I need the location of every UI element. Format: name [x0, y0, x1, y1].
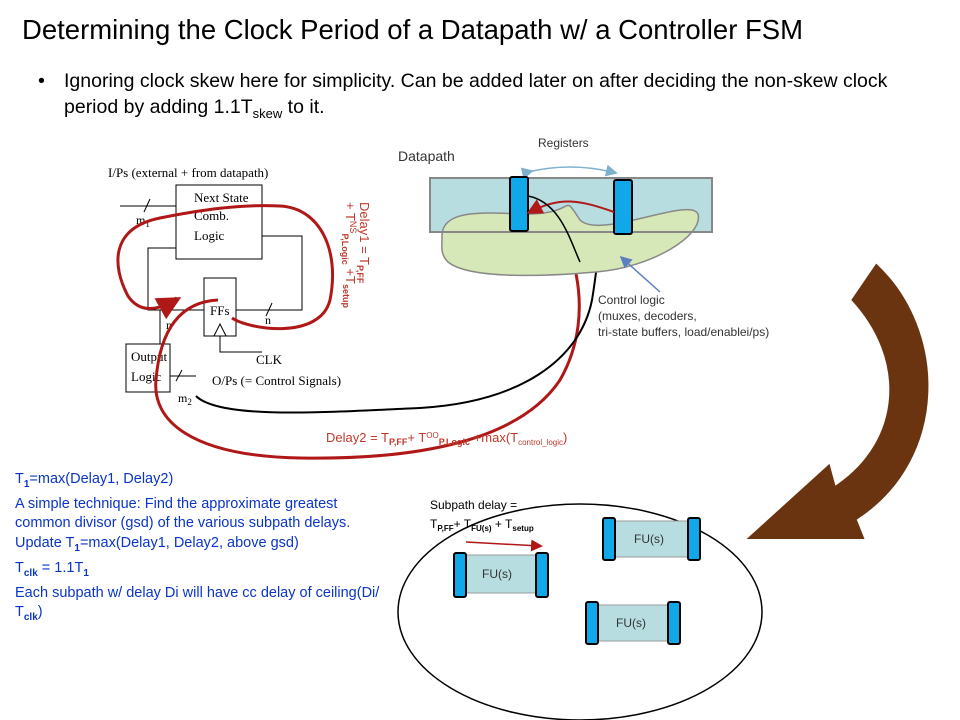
control-logic-label-1: Control logic	[598, 293, 665, 307]
subpath-line1: Subpath delay =	[430, 498, 517, 512]
output-logic-box	[125, 343, 171, 393]
bullet-text-main: Ignoring clock skew here for simplicity.…	[64, 70, 888, 118]
fu-label-3: FU(s)	[616, 616, 646, 630]
fu-reg-right-2	[687, 517, 701, 561]
notes-block: T1=max(Delay1, Delay2) A simple techniqu…	[15, 470, 385, 628]
m2-label: m2	[178, 391, 192, 407]
m2-slash	[175, 369, 183, 382]
note-line-3: Update T1=max(Delay1, Delay2, above gsd)	[15, 535, 299, 555]
note-line-1: T1=max(Delay1, Delay2)	[15, 471, 174, 490]
datapath-box-outline	[429, 177, 713, 233]
clk-wire	[219, 336, 262, 353]
register-left	[509, 176, 529, 232]
delay2-label: Delay2 = TP,FF+ TOOP,Logic +max(Tcontrol…	[326, 430, 567, 447]
delay1-line2: + TNSP,Logic +Tsetup	[340, 202, 358, 308]
bullet-text: Ignoring clock skew here for simplicity.…	[64, 68, 928, 127]
fu-reg-left-1	[453, 552, 467, 598]
page-title: Determining the Clock Period of a Datapa…	[22, 14, 804, 45]
next-state-label-1: Next State	[194, 190, 249, 205]
bullet-dot: •	[38, 70, 45, 92]
subpath-ellipse	[397, 503, 763, 720]
fu-body-2	[609, 520, 691, 558]
control-logic-pointer	[619, 255, 661, 293]
datapath-red-feedback	[526, 199, 615, 214]
ffs-label: FFs	[210, 303, 230, 318]
note-line-5: Each subpath w/ delay Di will have cc de…	[15, 584, 380, 624]
m1-label: m1	[136, 213, 150, 229]
next-state-logic-box	[175, 184, 263, 260]
clock-triangle	[213, 322, 227, 337]
fu-label-2: FU(s)	[634, 532, 664, 546]
zoom-arrow	[741, 260, 931, 541]
control-logic-label-3: tri-state buffers, load/enablei/ps)	[598, 325, 769, 339]
fu-reg-right-3	[667, 601, 681, 645]
output-logic-label-2: Logic	[131, 369, 162, 384]
subpath-diagram: Subpath delay = TP,FF+ TFU(s) + Tsetup F…	[397, 498, 763, 720]
subpath-arrow	[465, 539, 543, 552]
datapath-diagram: Datapath Registers Control logic (muxes,…	[398, 136, 769, 339]
note-line-2: A simple technique: Find the approximate…	[15, 495, 351, 532]
delay1-label: Delay1 = TP,FF + TNSP,Logic +Tsetup	[340, 202, 372, 308]
datapath-label: Datapath	[398, 148, 455, 164]
registers-label: Registers	[538, 136, 589, 150]
control-logic-label-2: (muxes, decoders,	[598, 309, 697, 323]
fu-reg-left-3	[585, 601, 599, 645]
clk-label: CLK	[256, 352, 283, 367]
bullet-text-end: to it.	[282, 96, 325, 118]
note-line-4: Tclk = 1.1T1	[15, 559, 89, 579]
next-state-label-3: Logic	[194, 228, 225, 243]
outputs-label: O/Ps (= Control Signals)	[212, 373, 341, 388]
intro-bullet: • Ignoring clock skew here for simplicit…	[38, 68, 928, 127]
fu-reg-left-2	[602, 517, 616, 561]
delay1-line1: Delay1 = TP,FF	[355, 202, 372, 284]
fu-reg-right-1	[535, 552, 549, 598]
subpath-line2: TP,FF+ TFU(s) + Tsetup	[430, 517, 534, 533]
register-right	[613, 179, 633, 235]
n-right-label: n	[265, 313, 271, 327]
n-right-slash	[265, 302, 273, 317]
registers-span-arrow	[520, 164, 618, 180]
bullet-sub-skew: skew	[252, 105, 283, 121]
delay1-path	[116, 204, 335, 330]
fsm-diagram: I/Ps (external + from datapath) Next Sta…	[108, 165, 341, 407]
datapath-black-feedback	[527, 195, 581, 263]
fu-label-1: FU(s)	[482, 567, 512, 581]
delay2-path	[154, 195, 581, 460]
ffs-box	[203, 277, 237, 337]
n-left-label: n	[166, 318, 172, 332]
m1-slash	[143, 198, 151, 213]
inputs-label: I/Ps (external + from datapath)	[108, 165, 268, 180]
